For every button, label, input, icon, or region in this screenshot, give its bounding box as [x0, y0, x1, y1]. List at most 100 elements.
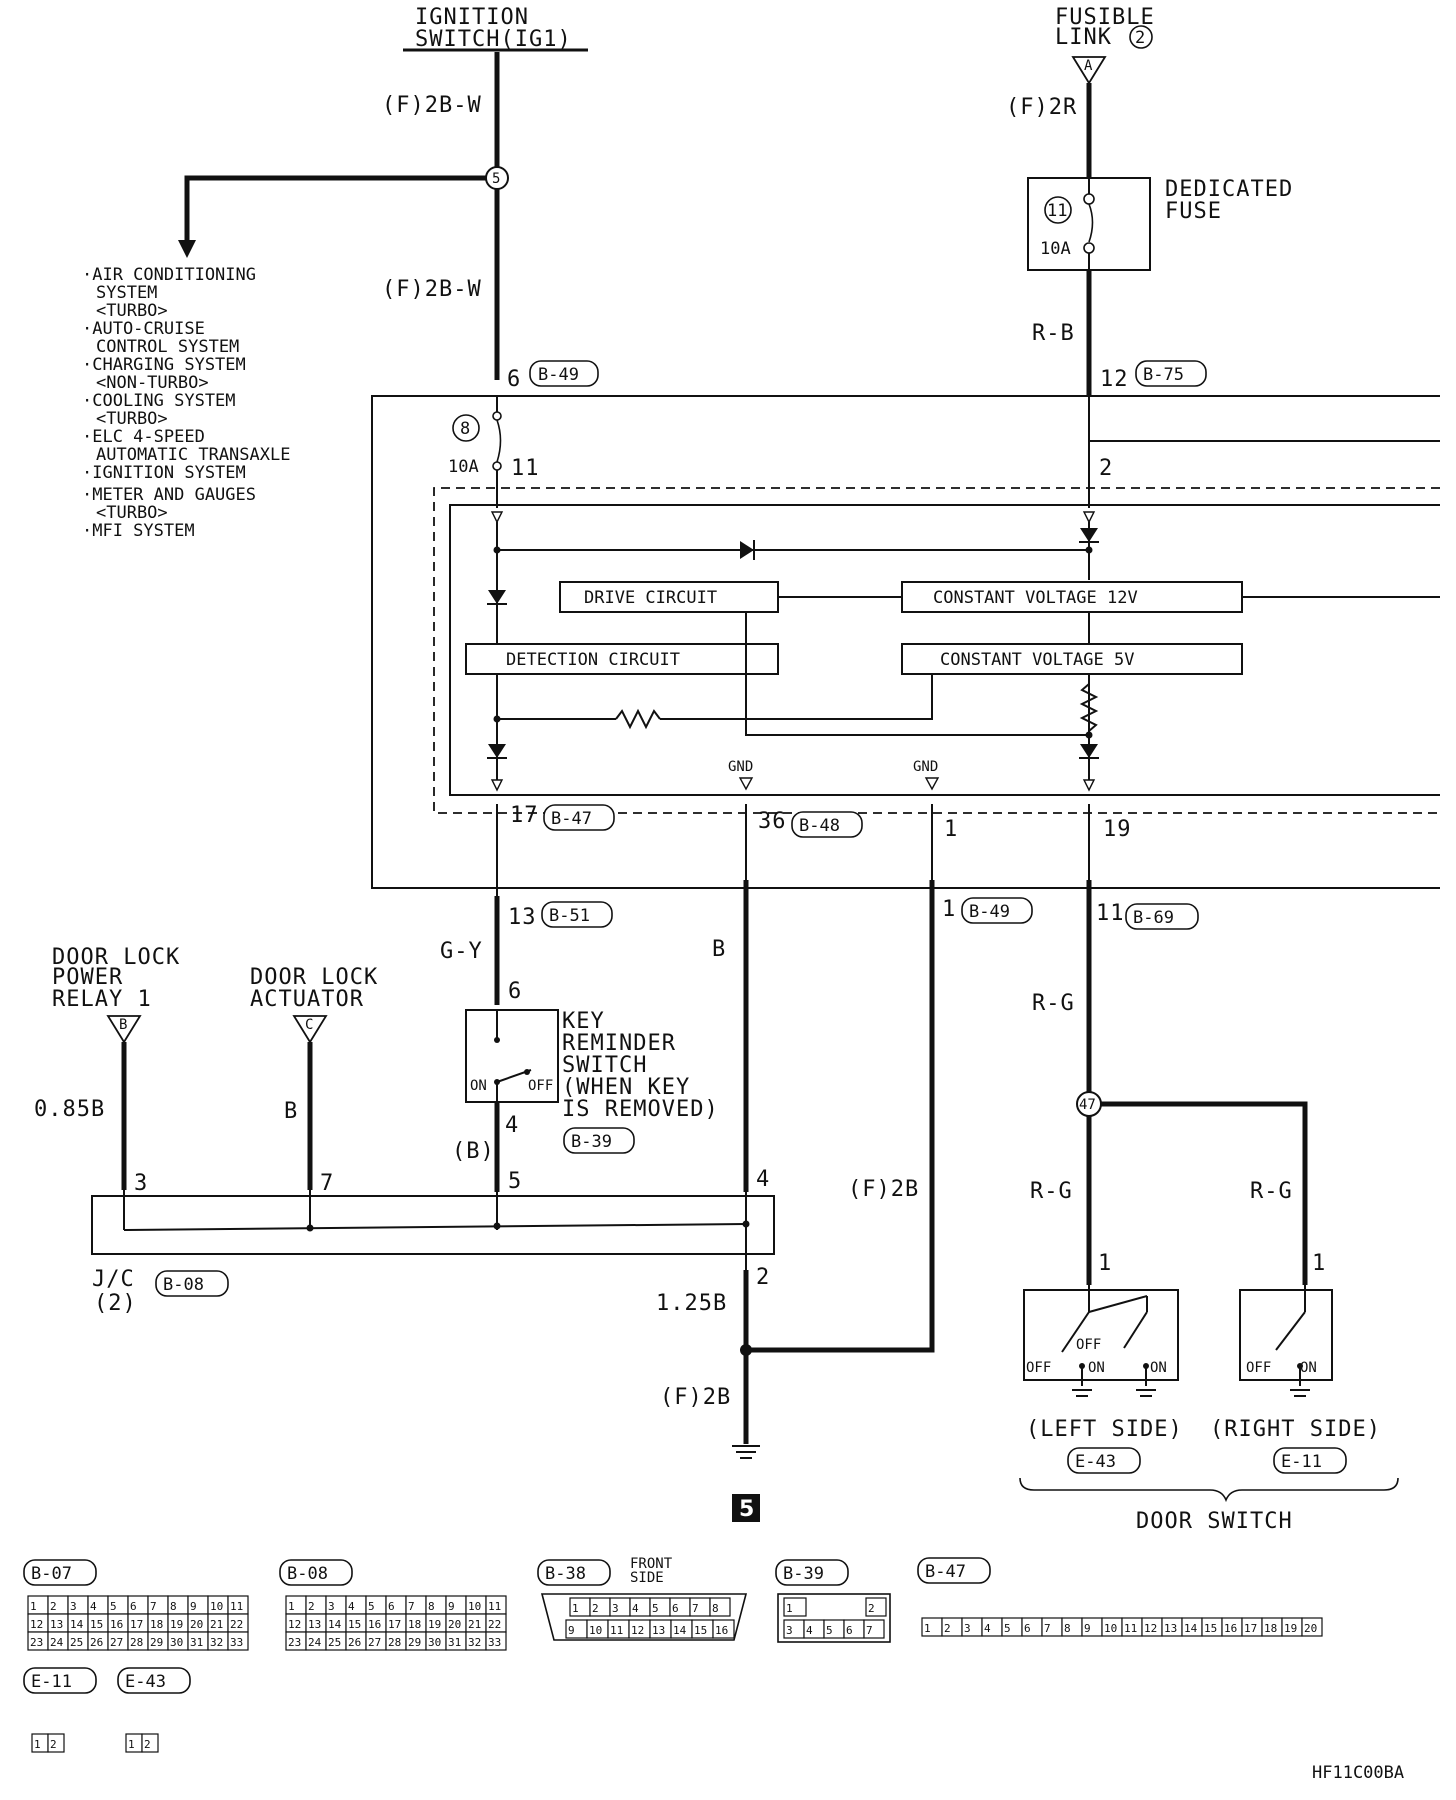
- fusible-link-label: FUSIBLE LINK 2 A: [1055, 5, 1154, 85]
- svg-text:A: A: [1084, 58, 1093, 74]
- svg-text:R-G: R-G: [1250, 1179, 1293, 1204]
- svg-text:13: 13: [508, 905, 537, 930]
- svg-text:8: 8: [428, 1600, 435, 1613]
- svg-text:29: 29: [150, 1636, 163, 1649]
- svg-text:4: 4: [984, 1622, 991, 1635]
- svg-text:(F)2B: (F)2B: [848, 1177, 919, 1202]
- svg-text:14: 14: [673, 1624, 687, 1637]
- etacs-module: [371, 395, 1440, 889]
- svg-text:0.85B: 0.85B: [34, 1097, 105, 1122]
- internal-circuit: DRIVE CIRCUIT CONSTANT VOLTAGE 12V DETEC…: [465, 511, 1243, 792]
- svg-text:ON: ON: [1150, 1360, 1167, 1376]
- svg-text:20: 20: [1304, 1622, 1317, 1635]
- svg-text:B-48: B-48: [799, 816, 840, 836]
- svg-text:1: 1: [30, 1600, 37, 1613]
- module-entry-pins: 6 B-49 12 B-75: [507, 360, 1207, 392]
- svg-text:E-43: E-43: [125, 1672, 166, 1692]
- svg-text:R-G: R-G: [1030, 1179, 1073, 1204]
- svg-text:3: 3: [612, 1602, 619, 1615]
- svg-text:32: 32: [210, 1636, 223, 1649]
- svg-text:(RIGHT SIDE): (RIGHT SIDE): [1210, 1417, 1381, 1442]
- svg-text:LINK: LINK: [1055, 25, 1112, 50]
- svg-text:7: 7: [866, 1624, 873, 1637]
- svg-text:DOOR SWITCH: DOOR SWITCH: [1136, 1509, 1293, 1534]
- svg-text:28: 28: [388, 1636, 401, 1649]
- svg-text:11: 11: [1096, 901, 1125, 926]
- svg-text:·AIR CONDITIONING: ·AIR CONDITIONING: [82, 265, 256, 285]
- svg-text:7: 7: [150, 1600, 157, 1613]
- svg-text:OFF: OFF: [528, 1078, 553, 1094]
- svg-text:12: 12: [1100, 367, 1129, 392]
- svg-text:CONSTANT VOLTAGE 12V: CONSTANT VOLTAGE 12V: [933, 588, 1138, 608]
- door-switch-right: OFF ON: [1239, 1285, 1333, 1397]
- svg-text:1: 1: [288, 1600, 295, 1613]
- svg-text:2: 2: [144, 1738, 151, 1751]
- svg-text:GND: GND: [913, 759, 938, 775]
- svg-text:6: 6: [130, 1600, 137, 1613]
- svg-text:AUTOMATIC TRANSAXLE: AUTOMATIC TRANSAXLE: [96, 445, 290, 465]
- svg-text:8: 8: [460, 419, 470, 439]
- svg-text:12: 12: [30, 1618, 43, 1631]
- lower-wiring: G-Y 6 ON OFF KEY REMINDER SWITCH (WHEN K…: [440, 804, 1326, 1353]
- svg-text:DRIVE CIRCUIT: DRIVE CIRCUIT: [584, 588, 717, 608]
- svg-text:16: 16: [368, 1618, 381, 1631]
- svg-text:1: 1: [572, 1602, 579, 1615]
- svg-text:27: 27: [110, 1636, 123, 1649]
- svg-text:12: 12: [631, 1624, 644, 1637]
- svg-text:7: 7: [692, 1602, 699, 1615]
- svg-text:13: 13: [308, 1618, 321, 1631]
- svg-text:5: 5: [1004, 1622, 1011, 1635]
- svg-text:ON: ON: [1300, 1360, 1317, 1376]
- svg-text:R-B: R-B: [1032, 321, 1075, 346]
- svg-text:<TURBO>: <TURBO>: [96, 301, 168, 321]
- svg-text:30: 30: [428, 1636, 441, 1649]
- svg-text:GND: GND: [728, 759, 753, 775]
- svg-text:·CHARGING SYSTEM: ·CHARGING SYSTEM: [82, 355, 246, 375]
- fuse-8: 8 10A 11 2: [448, 395, 1112, 508]
- svg-text:22: 22: [230, 1618, 243, 1631]
- svg-text:10: 10: [210, 1600, 223, 1613]
- svg-text:14: 14: [70, 1618, 84, 1631]
- svg-text:1: 1: [1312, 1251, 1326, 1276]
- svg-text:(F)2B: (F)2B: [660, 1385, 731, 1410]
- svg-text:1: 1: [944, 817, 958, 842]
- svg-text:6: 6: [672, 1602, 679, 1615]
- svg-text:24: 24: [308, 1636, 322, 1649]
- svg-text:17: 17: [388, 1618, 401, 1631]
- svg-text:27: 27: [368, 1636, 381, 1649]
- svg-text:18: 18: [408, 1618, 421, 1631]
- svg-text:3: 3: [964, 1622, 971, 1635]
- svg-text:SYSTEM: SYSTEM: [96, 283, 157, 303]
- svg-text:3: 3: [786, 1624, 793, 1637]
- svg-text:16: 16: [715, 1624, 728, 1637]
- svg-text:5: 5: [739, 1497, 754, 1522]
- svg-text:18: 18: [150, 1618, 163, 1631]
- svg-text:4: 4: [806, 1624, 813, 1637]
- svg-text:·COOLING SYSTEM: ·COOLING SYSTEM: [82, 391, 236, 411]
- svg-text:(WHEN KEY: (WHEN KEY: [562, 1075, 690, 1100]
- svg-text:20: 20: [190, 1618, 203, 1631]
- svg-text:8: 8: [1064, 1622, 1071, 1635]
- joint-connector-2: 3 7 5 4 2 J/C (2) B-08: [91, 1167, 775, 1316]
- svg-text:B-47: B-47: [925, 1562, 966, 1582]
- door-switch-captions: (LEFT SIDE) (RIGHT SIDE) E-43 E-11 DOOR …: [1019, 1417, 1399, 1534]
- svg-text:8: 8: [170, 1600, 177, 1613]
- svg-text:<TURBO>: <TURBO>: [96, 409, 168, 429]
- svg-text:B-38: B-38: [545, 1564, 586, 1584]
- svg-text:5: 5: [110, 1600, 117, 1613]
- svg-text:19: 19: [1284, 1622, 1297, 1635]
- svg-text:4: 4: [90, 1600, 97, 1613]
- svg-text:17: 17: [510, 803, 539, 828]
- svg-text:·IGNITION SYSTEM: ·IGNITION SYSTEM: [82, 463, 246, 483]
- svg-text:19: 19: [428, 1618, 441, 1631]
- diagram-code: HF11C00BA: [1312, 1763, 1404, 1783]
- svg-text:C: C: [305, 1017, 313, 1033]
- svg-text:RELAY 1: RELAY 1: [52, 987, 152, 1012]
- svg-text:5: 5: [826, 1624, 833, 1637]
- svg-text:IS REMOVED): IS REMOVED): [562, 1097, 719, 1122]
- svg-text:12: 12: [1144, 1622, 1157, 1635]
- svg-text:26: 26: [90, 1636, 103, 1649]
- svg-text:DEDICATED: DEDICATED: [1165, 177, 1293, 202]
